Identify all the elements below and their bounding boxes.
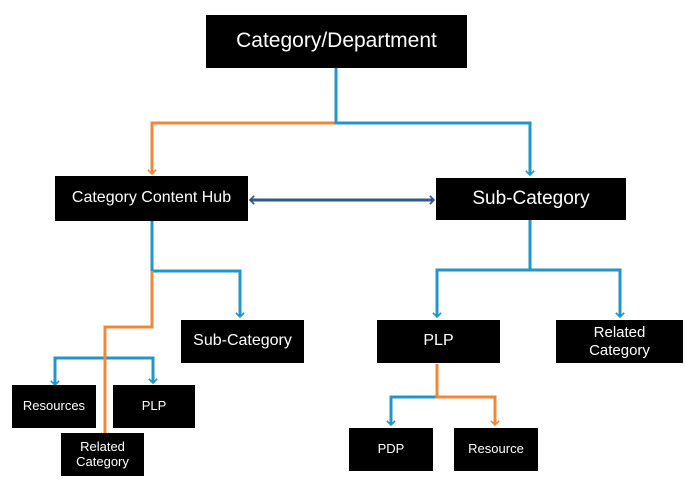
node-sub-category-hub: Sub-Category (181, 320, 304, 363)
node-category-content-hub: Category Content Hub (55, 176, 248, 221)
connector-subcategory-to-plp (432, 220, 532, 319)
node-related-category-hub: Related Category (61, 433, 144, 476)
node-resource: Resource (454, 428, 538, 471)
node-category-department: Category/Department (206, 15, 467, 68)
connector-plp-to-resource (435, 364, 500, 427)
node-sub-category-main: Sub-Category (436, 178, 626, 220)
node-plp-main: PLP (377, 320, 500, 363)
connector-hub-to-subcategory (150, 221, 245, 319)
node-related-category-main: Related Category (556, 320, 683, 363)
connector-hub-to-plp (105, 356, 158, 385)
connector-plp-to-pdp (386, 364, 439, 427)
node-plp-hub: PLP (113, 385, 195, 428)
node-pdp: PDP (349, 428, 433, 471)
connector-hub-orange-overlay (103, 271, 154, 437)
connector-top-to-subcategory (334, 68, 535, 177)
node-resources: Resources (12, 385, 96, 428)
connector-top-to-hub (147, 68, 338, 176)
connector-subcategory-to-related-category (530, 268, 625, 319)
